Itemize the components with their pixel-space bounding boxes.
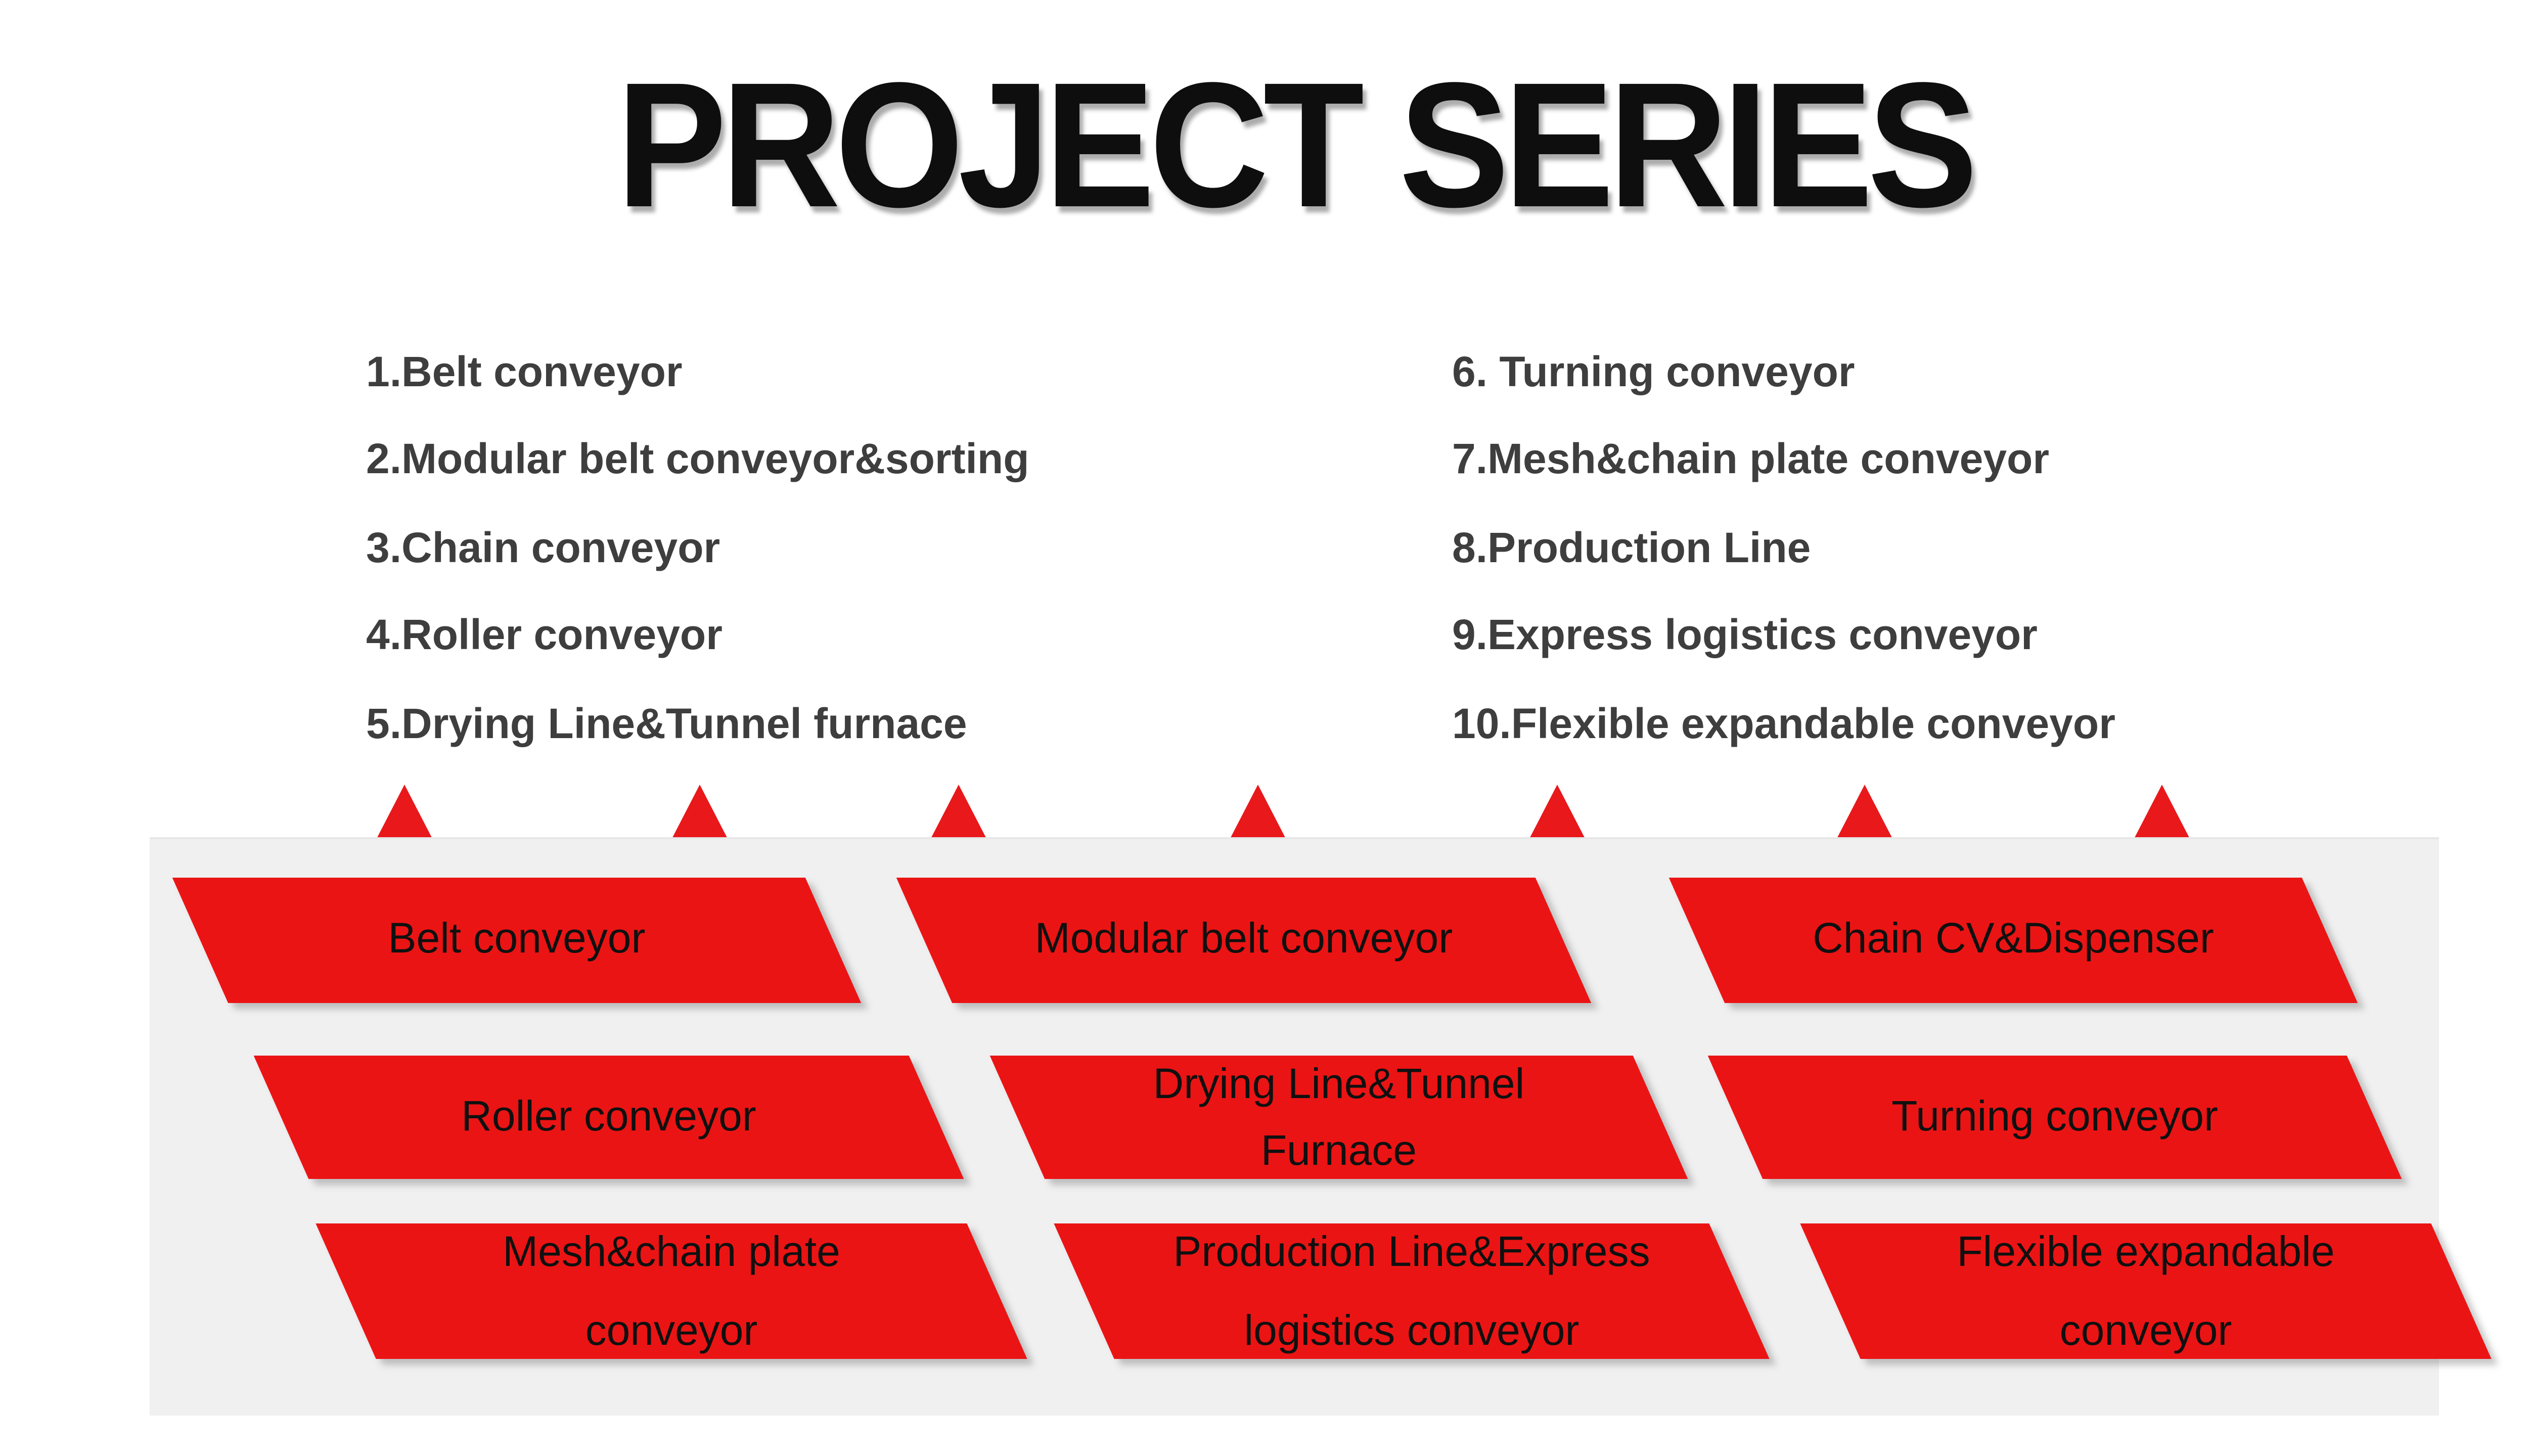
- shape-label: Mesh&chain plate conveyor: [346, 1223, 997, 1359]
- list-item: 4.Roller conveyor: [366, 613, 723, 660]
- shape-label: Flexible expandable conveyor: [1830, 1223, 2461, 1359]
- shape-label: Turning conveyor: [1735, 1056, 2374, 1179]
- shape-flexible-expandable-conveyor: Flexible expandable conveyor: [1800, 1223, 2492, 1359]
- shape-mesh-chain-plate-conveyor: Mesh&chain plate conveyor: [315, 1223, 1027, 1359]
- list-item: 6. Turning conveyor: [1452, 350, 1855, 396]
- shape-drying-line-tunnel-furnace: Drying Line&Tunnel Furnace: [989, 1056, 1688, 1179]
- shape-label: Belt conveyor: [200, 878, 833, 1003]
- shape-label-line: conveyor: [2059, 1308, 2232, 1355]
- shape-label-line: conveyor: [585, 1308, 758, 1355]
- list-item: 8.Production Line: [1452, 525, 1811, 572]
- page-title: PROJECT SERIES: [616, 44, 1978, 245]
- red-triangle-icon: [372, 785, 437, 847]
- list-item: 2.Modular belt conveyor&sorting: [366, 437, 1029, 484]
- shape-label-line: Mesh&chain plate: [503, 1230, 840, 1276]
- shape-label-line: Chain CV&Dispenser: [1813, 916, 2214, 963]
- shape-turning-conveyor: Turning conveyor: [1707, 1056, 2402, 1179]
- shape-label: Drying Line&Tunnel Furnace: [1017, 1056, 1660, 1179]
- shape-label-line: Furnace: [1260, 1128, 1417, 1175]
- product-list-left: 1.Belt conveyor 2.Modular belt conveyor&…: [366, 330, 1029, 768]
- shape-label-line: Flexible expandable: [1957, 1230, 2335, 1276]
- shape-label-line: Turning conveyor: [1891, 1093, 2218, 1140]
- shape-belt-conveyor: Belt conveyor: [172, 878, 862, 1003]
- list-item: 3.Chain conveyor: [366, 525, 720, 572]
- red-triangle-icon: [1832, 785, 1897, 847]
- shape-label-line: Modular belt conveyor: [1034, 916, 1453, 963]
- list-item: 7.Mesh&chain plate conveyor: [1452, 437, 2050, 484]
- red-triangle-icon: [667, 785, 732, 847]
- product-list-right: 6. Turning conveyor 7.Mesh&chain plate c…: [1452, 330, 2115, 768]
- red-triangle-icon: [926, 785, 991, 847]
- list-item: 1.Belt conveyor: [366, 350, 683, 396]
- shape-label: Roller conveyor: [281, 1056, 936, 1179]
- shape-label-line: Belt conveyor: [388, 916, 646, 963]
- shape-modular-belt-conveyor: Modular belt conveyor: [896, 878, 1592, 1003]
- red-triangle-icon: [1226, 785, 1290, 847]
- list-item: 10.Flexible expandable conveyor: [1452, 701, 2115, 748]
- shape-label-line: Drying Line&Tunnel: [1153, 1062, 1525, 1108]
- shape-chain-cv-dispenser: Chain CV&Dispenser: [1668, 878, 2358, 1003]
- shape-label-line: Production Line&Express: [1173, 1230, 1650, 1276]
- shape-label-line: Roller conveyor: [461, 1093, 756, 1140]
- list-item: 5.Drying Line&Tunnel furnace: [366, 701, 967, 748]
- shape-label: Modular belt conveyor: [924, 878, 1563, 1003]
- red-triangle-icon: [2130, 785, 2194, 847]
- red-triangle-icon: [1525, 785, 1590, 847]
- shape-production-line-express: Production Line&Express logistics convey…: [1054, 1223, 1770, 1359]
- shape-label-line: logistics conveyor: [1244, 1308, 1579, 1355]
- shape-label: Chain CV&Dispenser: [1697, 878, 2330, 1003]
- shape-roller-conveyor: Roller conveyor: [253, 1056, 964, 1179]
- list-item: 9.Express logistics conveyor: [1452, 613, 2038, 660]
- shape-label: Production Line&Express logistics convey…: [1084, 1223, 1739, 1359]
